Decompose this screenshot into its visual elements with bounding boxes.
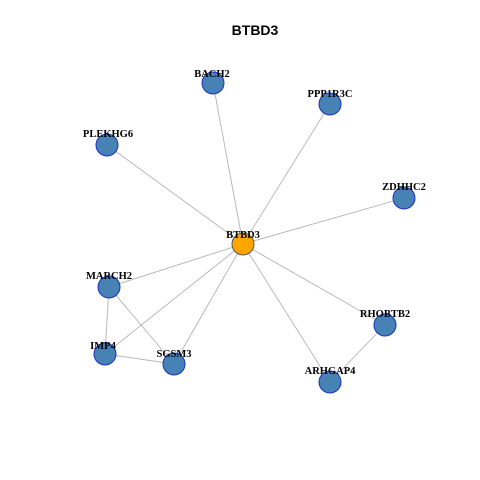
- edge-rhobtb2-arhgap4: [329, 324, 386, 383]
- node-label-rhobtb2: RHOBTB2: [360, 309, 410, 320]
- diagram-title: BTBD3: [232, 22, 279, 38]
- node-zdhhc2: ZDHHC2: [382, 182, 426, 210]
- edge-btbd3-imp4: [104, 243, 244, 355]
- edge-btbd3-rhobtb2: [242, 243, 386, 326]
- node-arhgap4: ARHGAP4: [305, 366, 356, 394]
- node-imp4: IMP4: [90, 341, 117, 366]
- node-label-zdhhc2: ZDHHC2: [382, 182, 426, 193]
- node-circle-rhobtb2: [373, 313, 397, 337]
- node-label-bach2: BACH2: [194, 69, 230, 80]
- node-ppp1r3c: PPP1R3C: [308, 89, 353, 116]
- edge-btbd3-plekhg6: [106, 144, 244, 245]
- node-label-sgsm3: SGSM3: [156, 349, 191, 360]
- node-sgsm3: SGSM3: [156, 349, 192, 376]
- node-circle-plekhg6: [95, 133, 119, 157]
- node-circle-imp4: [93, 342, 117, 366]
- node-label-ppp1r3c: PPP1R3C: [308, 89, 353, 100]
- edge-march2-sgsm3: [108, 286, 175, 365]
- node-circle-btbd3: [231, 232, 255, 256]
- edge-btbd3-bach2: [212, 82, 244, 245]
- edge-btbd3-ppp1r3c: [242, 103, 331, 245]
- edge-imp4-sgsm3: [104, 353, 175, 365]
- node-rhobtb2: RHOBTB2: [360, 309, 410, 337]
- node-label-plekhg6: PLEKHG6: [83, 129, 133, 140]
- node-label-imp4: IMP4: [90, 341, 116, 352]
- node-circle-ppp1r3c: [318, 92, 342, 116]
- node-march2: MARCH2: [86, 271, 132, 299]
- node-circle-zdhhc2: [392, 186, 416, 210]
- node-label-march2: MARCH2: [86, 271, 132, 282]
- node-circle-arhgap4: [318, 370, 342, 394]
- edge-btbd3-arhgap4: [242, 243, 331, 383]
- node-plekhg6: PLEKHG6: [83, 129, 133, 157]
- edge-btbd3-zdhhc2: [242, 197, 405, 245]
- node-btbd3: BTBD3: [226, 230, 260, 256]
- node-label-arhgap4: ARHGAP4: [305, 366, 356, 377]
- node-circle-march2: [97, 275, 121, 299]
- node-label-btbd3: BTBD3: [226, 230, 260, 241]
- edge-btbd3-march2: [108, 243, 244, 288]
- node-bach2: BACH2: [194, 69, 230, 95]
- node-circle-bach2: [201, 71, 225, 95]
- edge-btbd3-sgsm3: [173, 243, 244, 365]
- node-circle-sgsm3: [162, 352, 186, 376]
- edge-layer: [104, 82, 405, 383]
